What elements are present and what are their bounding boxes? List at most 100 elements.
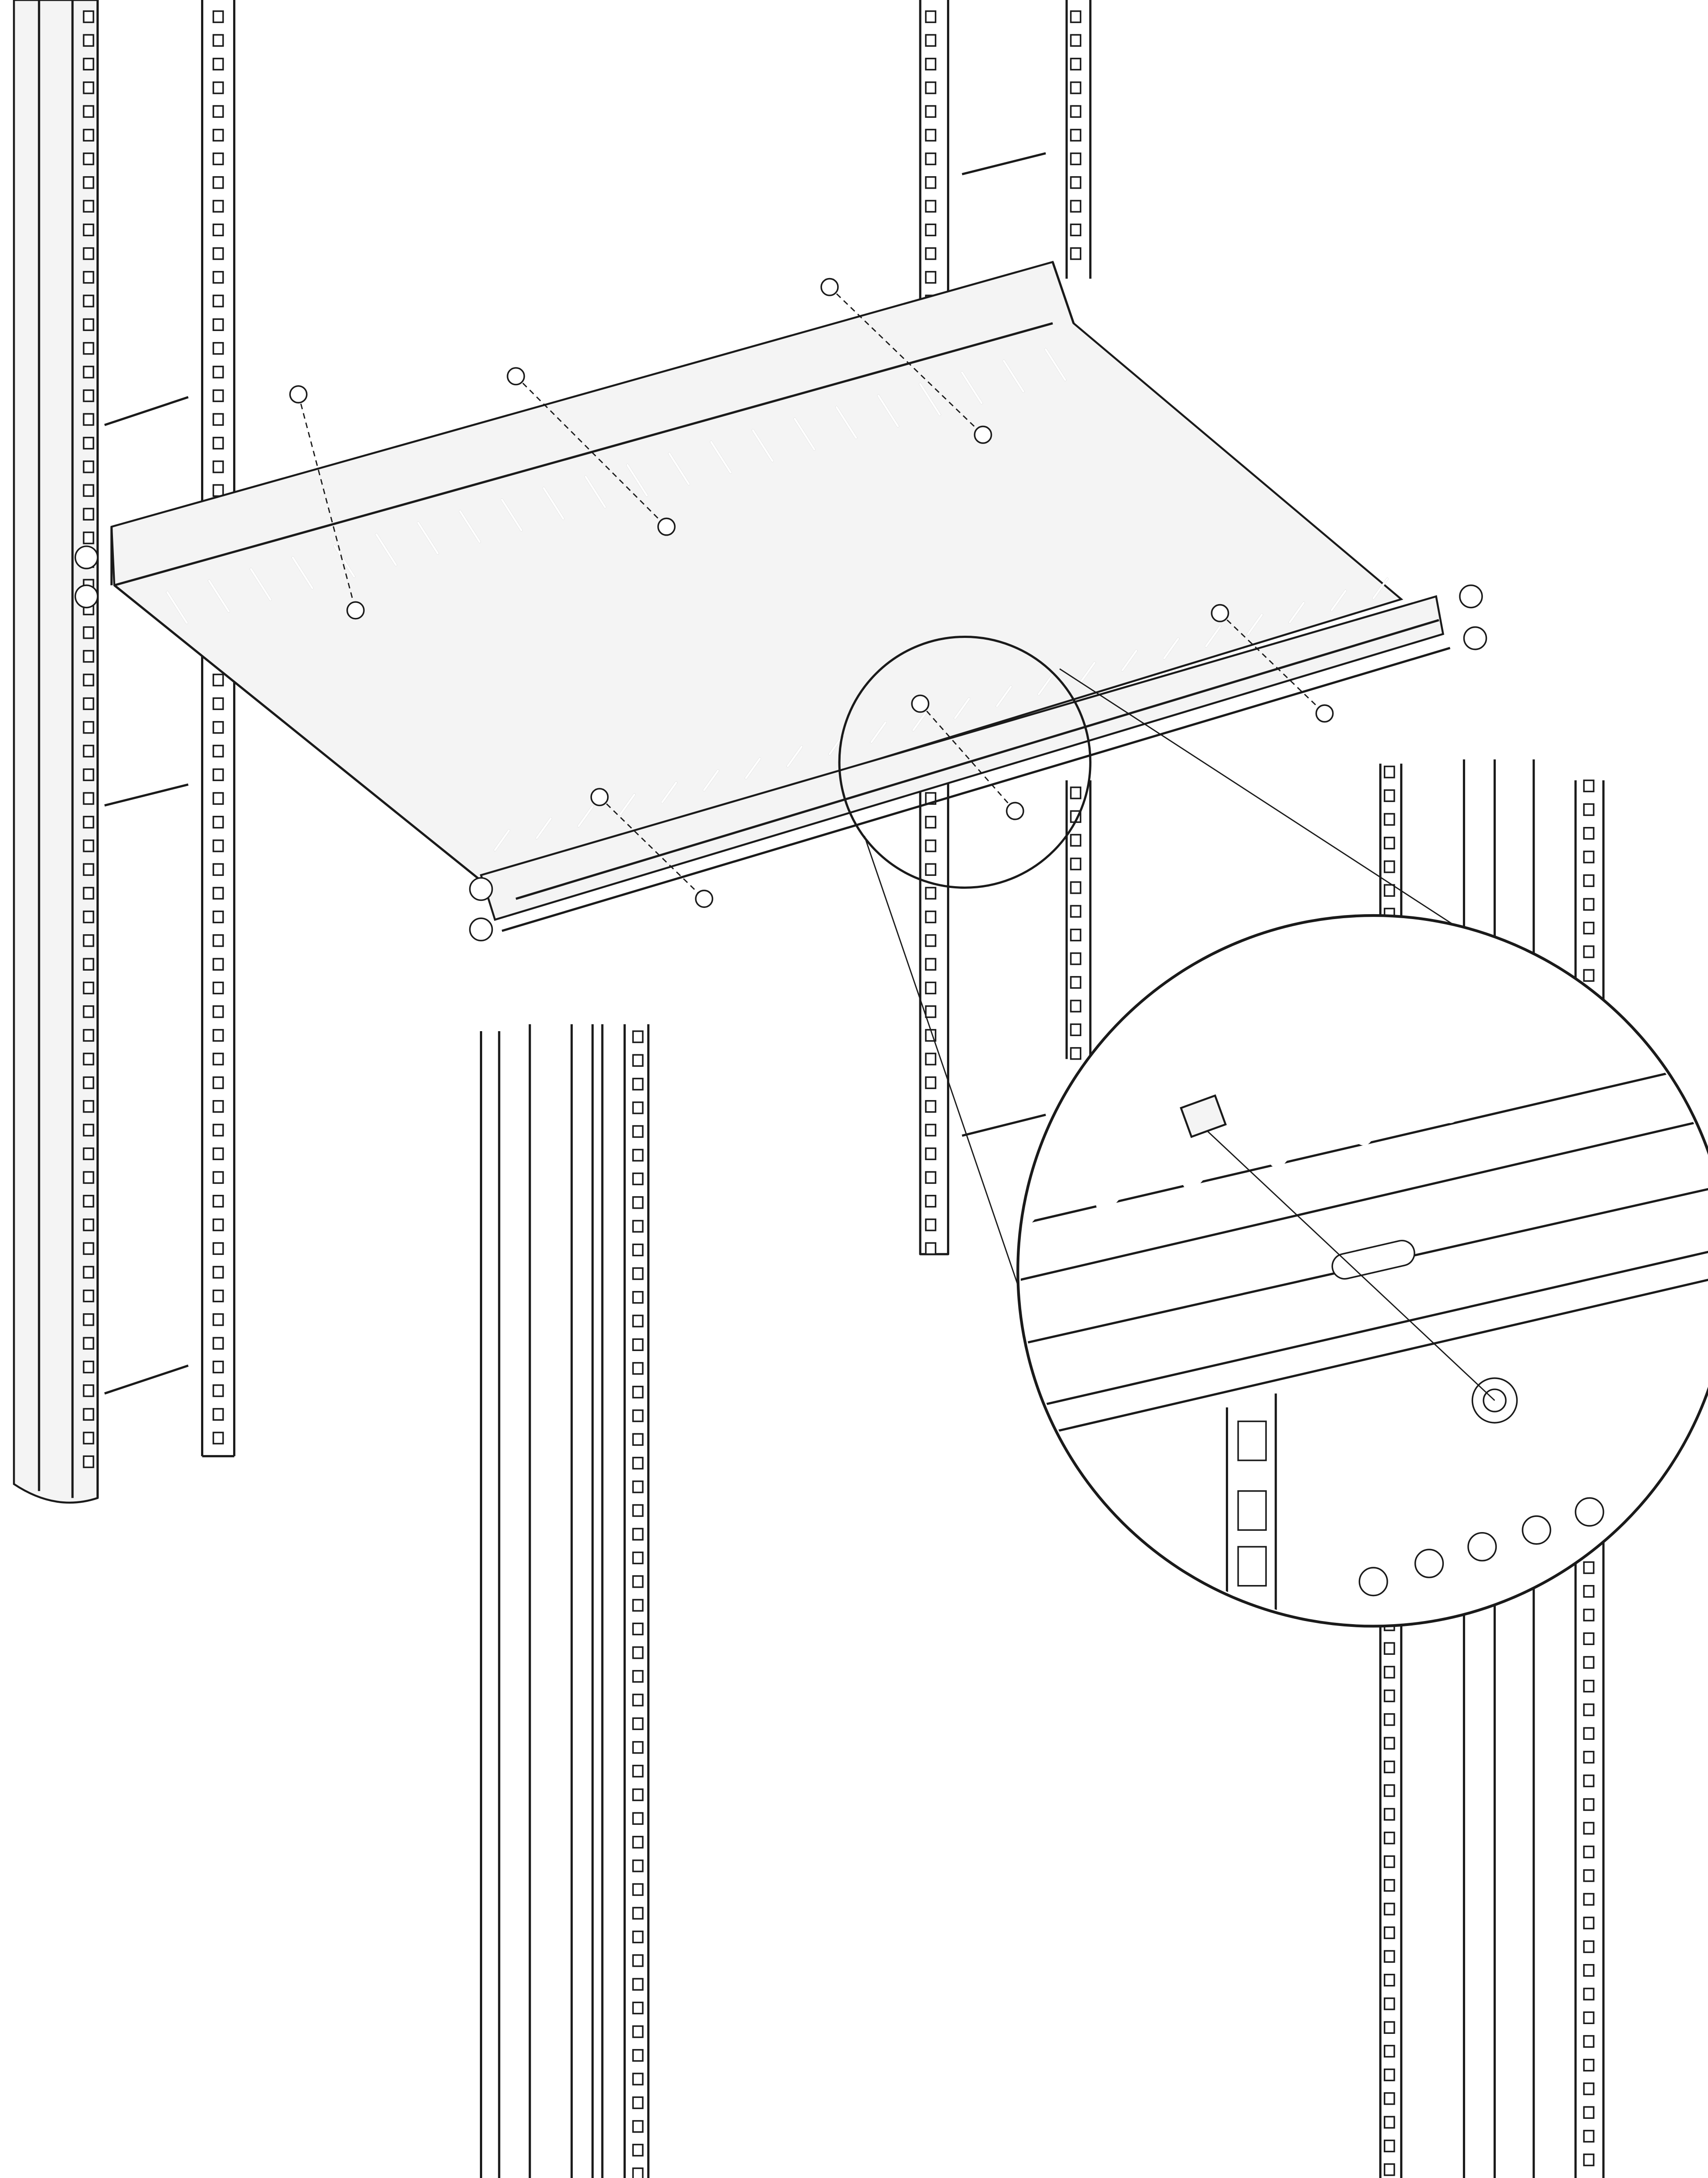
square-hole: [1583, 1845, 1595, 1859]
square-hole: [83, 531, 94, 544]
square-hole: [1070, 57, 1082, 71]
square-hole: [212, 792, 224, 805]
square-hole: [212, 815, 224, 829]
square-hole: [83, 1147, 94, 1160]
square-hole: [632, 1362, 644, 1375]
square-hole: [212, 1384, 224, 1397]
square-hole: [925, 1242, 937, 1255]
square-hole: [83, 910, 94, 924]
square-hole: [632, 2073, 644, 2085]
square-hole: [212, 934, 224, 947]
square-hole: [212, 674, 224, 686]
square-hole: [925, 863, 937, 876]
square-hole: [632, 1386, 644, 1399]
square-hole: [83, 815, 94, 829]
square-hole: [1583, 1822, 1595, 1835]
guide-line: [1219, 613, 1325, 714]
bottom-middle-rack-post: [479, 1024, 650, 2178]
square-hole: [632, 1930, 644, 1944]
square-hole: [212, 1124, 224, 1137]
square-hole: [212, 223, 224, 237]
vent-slot-inner: [1003, 359, 1025, 393]
vent-slot-inner: [1355, 1080, 1414, 1145]
square-hole: [1384, 1903, 1395, 1916]
square-hole: [1384, 1926, 1395, 1939]
square-hole: [83, 934, 94, 947]
square-hole: [1583, 898, 1595, 911]
square-hole: [1070, 247, 1082, 260]
square-hole: [83, 105, 94, 118]
square-hole: [212, 271, 224, 284]
square-hole: [83, 1242, 94, 1255]
square-hole: [212, 768, 224, 781]
square-hole: [83, 152, 94, 165]
square-hole: [83, 176, 94, 189]
square-hole: [1384, 789, 1395, 802]
square-hole: [1583, 1916, 1595, 1930]
vent-slot-inner: [1020, 1169, 1068, 1235]
square-hole: [212, 81, 224, 94]
square-hole: [83, 1360, 94, 1374]
square-hole: [1583, 1727, 1595, 1740]
vent-slot-inner: [584, 475, 606, 508]
square-hole: [1384, 813, 1395, 826]
square-hole: [83, 294, 94, 307]
square-hole: [212, 1005, 224, 1018]
square-hole: [83, 839, 94, 852]
square-hole: [632, 1694, 644, 1706]
square-hole: [1583, 1798, 1595, 1811]
guide-line: [599, 796, 705, 899]
vent-slot-inner: [877, 394, 899, 428]
square-hole: [212, 1147, 224, 1160]
square-hole: [1070, 81, 1082, 94]
square-hole: [212, 105, 224, 118]
square-hole: [1070, 857, 1082, 871]
square-hole: [83, 247, 94, 260]
square-hole: [1583, 1750, 1595, 1764]
vent-slot-inner: [710, 440, 732, 474]
square-hole: [632, 2001, 644, 2015]
square-hole: [1583, 1988, 1595, 2001]
square-hole: [925, 981, 937, 995]
square-hole: [83, 1337, 94, 1350]
square-hole: [1070, 105, 1082, 118]
square-hole: [212, 436, 224, 450]
square-hole: [1070, 952, 1082, 965]
square-hole: [632, 1575, 644, 1588]
vent-slot-inner: [1037, 674, 1054, 696]
square-hole: [925, 1005, 937, 1018]
square-hole: [83, 57, 94, 71]
square-hole: [212, 863, 224, 876]
vent-slot-inner: [1269, 1102, 1328, 1168]
square-hole: [1384, 1973, 1395, 1987]
vent-slot-inner: [208, 579, 230, 613]
square-hole: [1384, 860, 1395, 873]
vent-slot-inner: [291, 556, 314, 589]
square-hole: [212, 247, 224, 260]
square-hole: [632, 1504, 644, 1517]
square-hole: [83, 460, 94, 473]
square-hole: [1583, 1632, 1595, 1645]
square-hole: [83, 768, 94, 781]
square-hole: [212, 1242, 224, 1255]
vent-slot-inner: [1372, 577, 1389, 600]
square-hole: [1583, 779, 1595, 792]
square-hole: [212, 697, 224, 710]
square-hole: [925, 1171, 937, 1184]
vent-slot-inner: [1442, 1057, 1500, 1123]
vent-slot-inner: [626, 464, 649, 497]
square-hole: [1384, 1713, 1395, 1726]
vent-slot-inner: [619, 793, 636, 815]
square-hole: [212, 176, 224, 189]
square-hole: [925, 105, 937, 118]
screw-head: [820, 278, 839, 296]
square-hole: [1583, 1609, 1595, 1621]
square-hole: [1583, 2011, 1595, 2025]
vent-slot-inner: [1079, 661, 1096, 684]
square-hole: [83, 389, 94, 402]
square-hole: [1384, 884, 1395, 897]
vent-slot-inner: [1528, 1035, 1587, 1101]
square-hole: [1583, 1775, 1595, 1787]
square-hole: [83, 1029, 94, 1042]
